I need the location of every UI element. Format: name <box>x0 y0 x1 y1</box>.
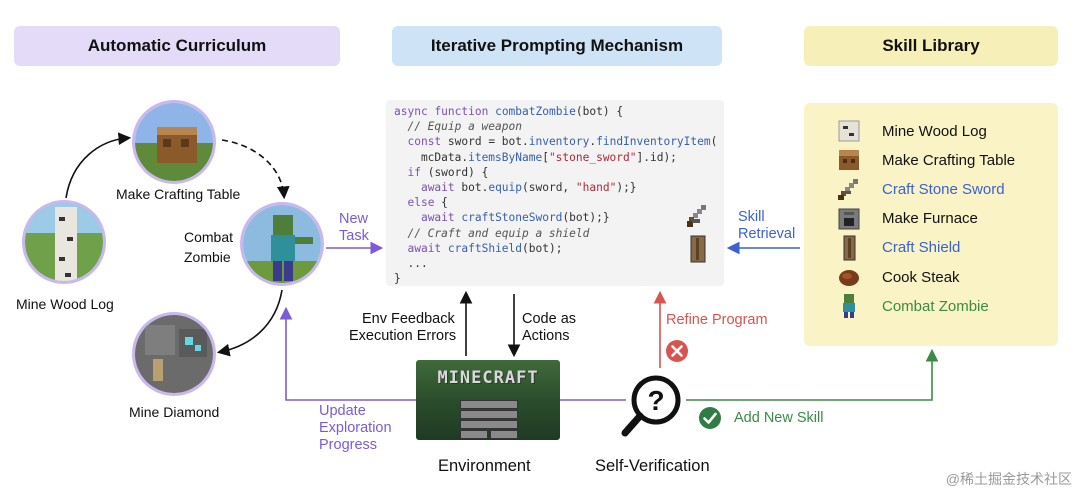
code-line: await bot.equip(sword, "hand");} <box>420 181 637 195</box>
stone-sword-icon-small <box>687 205 706 227</box>
label-skill: Skill <box>738 209 765 225</box>
code-panel <box>386 100 724 286</box>
label-mine-wood-log: Mine Wood Log <box>16 296 114 312</box>
label-execution-errors: Execution Errors <box>349 328 457 344</box>
birch-log-icon <box>838 120 860 142</box>
label-environment: Environment <box>438 457 531 475</box>
crafting-table-image <box>132 100 216 184</box>
watermark: @稀土掘金技术社区 <box>945 471 1072 487</box>
label-make-crafting-table: Make Crafting Table <box>116 186 241 202</box>
label-update: Update <box>319 403 366 419</box>
fail-x-icon <box>666 340 688 362</box>
code-line: } <box>394 272 401 286</box>
shield-icon-small <box>690 235 706 263</box>
skill-label: Mine Wood Log <box>882 122 987 140</box>
label-exploration: Exploration <box>319 420 392 436</box>
code-line: if (sword) { <box>407 165 489 179</box>
skill-item: Cook Steak <box>836 263 1056 291</box>
label-combat: Combat <box>184 229 234 245</box>
skill-item: Craft Shield <box>836 234 1056 262</box>
code-line: await craftShield(bot); <box>407 241 563 255</box>
label-mine-diamond: Mine Diamond <box>129 404 220 420</box>
diamond-image <box>132 312 216 396</box>
skill-item: Combat Zombie <box>836 292 1056 320</box>
arrow-zombie-to-diamond <box>216 289 283 357</box>
skill-label: Make Furnace <box>882 210 978 228</box>
label-progress: Progress <box>319 437 378 453</box>
skill-label: Craft Stone Sword <box>882 180 1005 198</box>
label-retrieval: Retrieval <box>738 226 796 242</box>
code-line: // Craft and equip a shield <box>394 226 590 240</box>
label-new: New <box>339 211 369 227</box>
code-line: mcData.itemsByName["stone_sword"].id); <box>394 150 677 164</box>
arrow-table-to-zombie <box>221 139 290 200</box>
furnace-icon <box>838 208 860 230</box>
crafting-table-icon <box>839 150 859 171</box>
steak-icon <box>839 270 859 286</box>
label-self-verification: Self-Verification <box>595 457 710 475</box>
iterative-prompting-header: Iterative Prompting Mechanism <box>392 26 722 66</box>
svg-text:?: ? <box>647 385 664 416</box>
code-line: async function combatZombie(bot) { <box>394 105 624 118</box>
skill-item: Make Crafting Table <box>836 146 1056 174</box>
minecraft-logo: MINECRAFT <box>437 368 539 388</box>
label-refine-program: Refine Program <box>666 312 768 328</box>
stone-sword-icon <box>838 179 858 201</box>
zombie-image <box>240 202 324 286</box>
label-add-new-skill: Add New Skill <box>734 410 824 426</box>
arrow-add-new-skill <box>686 348 939 401</box>
skill-label: Cook Steak <box>882 268 960 286</box>
skill-label: Make Crafting Table <box>882 151 1016 169</box>
skill-label: Craft Shield <box>882 239 961 257</box>
skill-item: Mine Wood Log <box>836 117 1056 145</box>
code-line: const sword = bot.inventory.findInventor… <box>407 135 718 149</box>
label-env-feedback: Env Feedback <box>362 311 455 327</box>
zombie-icon <box>843 294 855 319</box>
magnifier-question-icon: ? <box>621 375 681 437</box>
arrow-wood-to-table <box>65 132 132 199</box>
arrow-update-progress <box>279 306 416 401</box>
skill-library-header: Skill Library <box>804 26 1058 66</box>
skill-item: Craft Stone Sword <box>836 175 1056 203</box>
label-zombie: Zombie <box>184 249 231 265</box>
label-actions: Actions <box>522 328 570 344</box>
minecraft-environment-image: MINECRAFT <box>416 360 560 440</box>
code-block: async function combatZombie(bot) { // Eq… <box>394 104 717 286</box>
success-check-icon <box>699 407 721 429</box>
label-code-as: Code as <box>522 311 577 327</box>
code-line: else { <box>407 196 448 210</box>
skill-item: Make Furnace <box>836 205 1056 233</box>
code-line: ... <box>394 257 428 271</box>
shield-icon <box>843 235 856 261</box>
label-task: Task <box>339 228 369 244</box>
wood-log-image <box>22 200 106 284</box>
code-line: await craftStoneSword(bot);} <box>420 211 610 225</box>
automatic-curriculum-header: Automatic Curriculum <box>14 26 340 66</box>
code-line: // Equip a weapon <box>394 120 522 134</box>
skill-label: Combat Zombie <box>882 297 989 315</box>
